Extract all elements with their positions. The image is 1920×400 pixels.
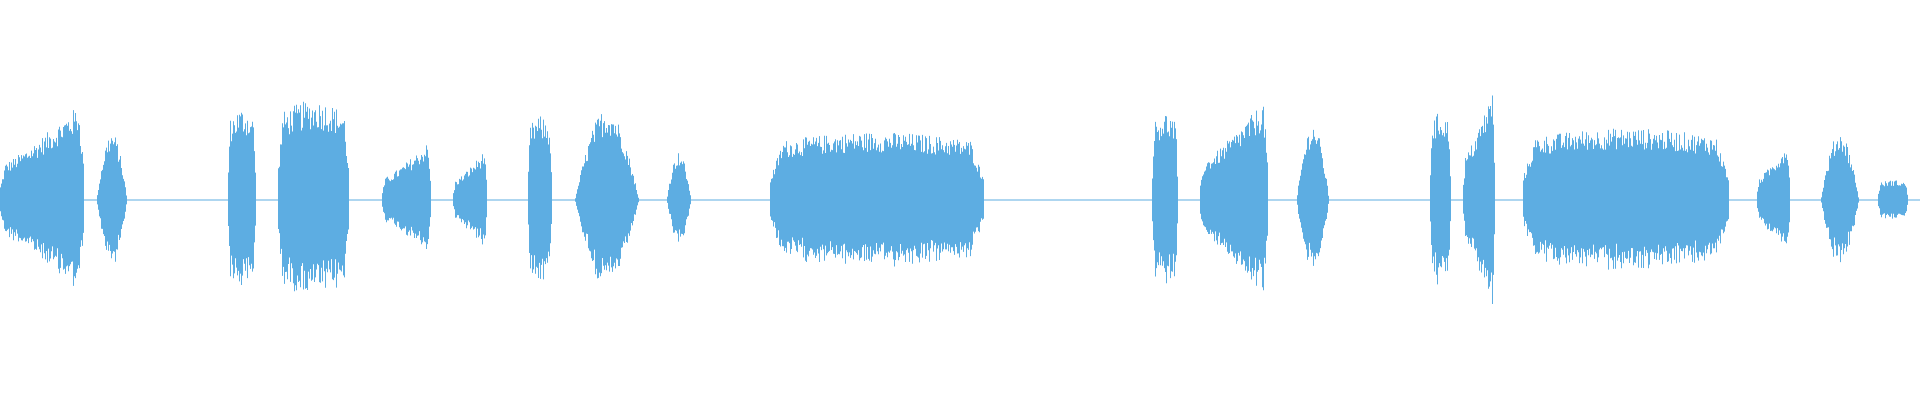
waveform-segment-7 — [528, 116, 552, 280]
waveform-segment-11 — [1152, 116, 1178, 284]
waveform-segment-13 — [1297, 129, 1329, 266]
waveform-segment-15 — [1463, 95, 1495, 304]
waveform-segment-9 — [667, 153, 691, 242]
waveform-segment-3 — [228, 112, 256, 285]
waveform-segment-6 — [453, 154, 487, 245]
waveform-segment-12 — [1200, 106, 1268, 291]
waveform-segments — [0, 95, 1908, 304]
waveform-segment-14 — [1430, 113, 1451, 285]
waveform-segment-4 — [278, 101, 349, 292]
waveform-segment-18 — [1821, 137, 1859, 263]
waveform-segment-10 — [770, 133, 984, 267]
waveform-segment-16 — [1523, 128, 1729, 270]
waveform-segment-8 — [575, 114, 639, 279]
waveform-segment-2 — [97, 137, 127, 262]
waveform-segment-17 — [1757, 153, 1790, 244]
waveform-segment-1 — [0, 110, 84, 286]
waveform-segment-19 — [1878, 180, 1908, 219]
waveform-segment-5 — [382, 145, 431, 249]
